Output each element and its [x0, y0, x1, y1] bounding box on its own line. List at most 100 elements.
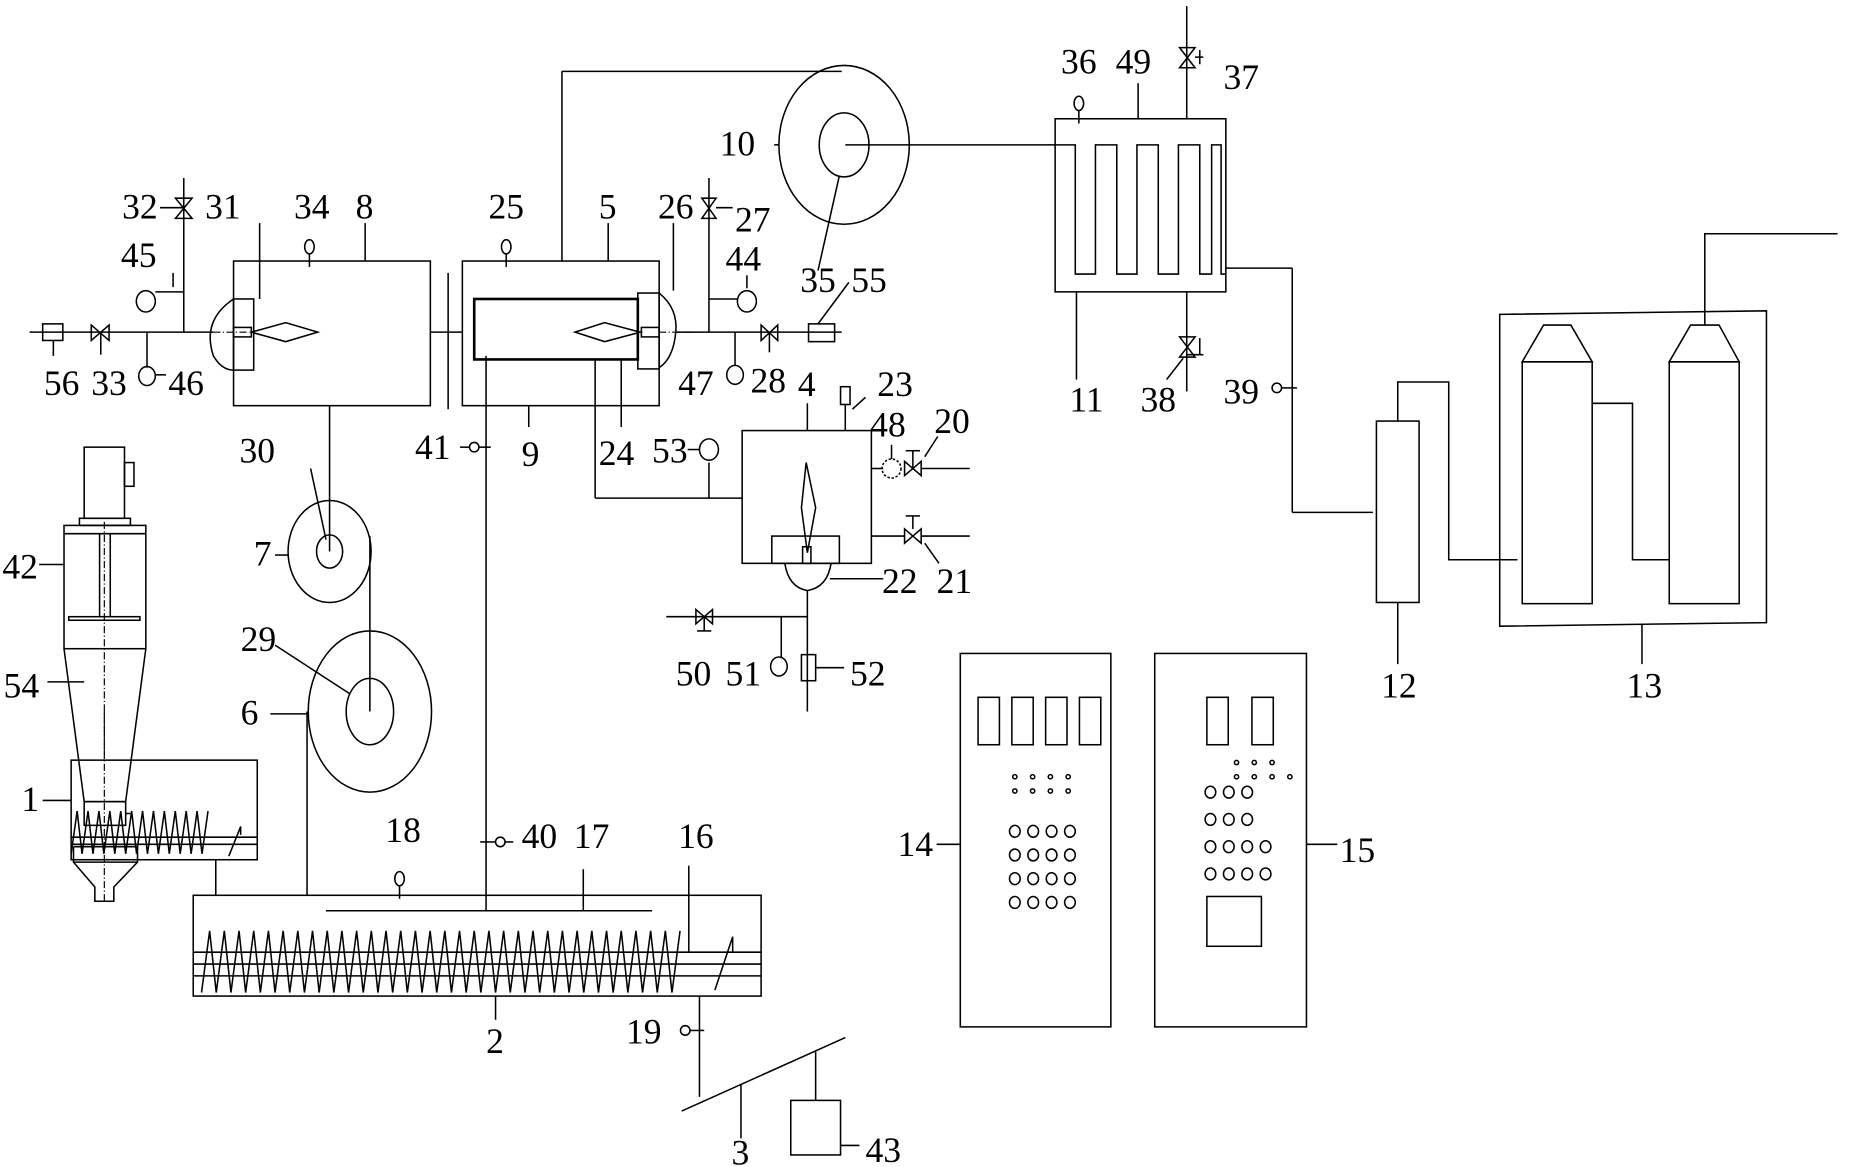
label-49: 49 — [1116, 42, 1152, 82]
label-44: 44 — [726, 239, 762, 279]
label-52: 52 — [850, 653, 886, 693]
indicator-light — [1047, 788, 1054, 794]
feed-screw-conveyor — [70, 759, 259, 896]
filter-column — [1375, 381, 1518, 665]
panel-button[interactable] — [1204, 839, 1217, 854]
label-33: 33 — [91, 363, 127, 403]
label-1: 1 — [21, 779, 39, 819]
indicator-light — [1269, 759, 1275, 766]
panel-button[interactable] — [1204, 867, 1217, 881]
panel-button[interactable] — [1063, 895, 1077, 910]
sensors — [39, 95, 1297, 1036]
label-29: 29 — [241, 619, 277, 659]
display-window — [1044, 696, 1068, 746]
label-23: 23 — [877, 364, 913, 404]
display-window — [1011, 696, 1034, 746]
label-39: 39 — [1223, 371, 1259, 411]
control-cabinet-2 — [1153, 652, 1338, 1028]
label-13: 13 — [1627, 665, 1663, 705]
panel-button[interactable] — [1204, 785, 1217, 799]
indicator-light — [1047, 773, 1054, 780]
heating-furnace-right — [461, 70, 842, 499]
panel-button[interactable] — [1222, 867, 1235, 881]
discharge-chute — [681, 996, 846, 1139]
panel-button[interactable] — [1027, 848, 1040, 862]
panel-button[interactable] — [1259, 839, 1272, 854]
label-43: 43 — [865, 1130, 901, 1167]
indicator-light — [1065, 773, 1072, 780]
panel-button[interactable] — [1222, 785, 1235, 799]
adsorption-unit — [1498, 232, 1838, 665]
panel-button[interactable] — [1063, 848, 1077, 862]
panel-button[interactable] — [1259, 867, 1272, 881]
panel-button[interactable] — [1222, 839, 1235, 854]
panel-button[interactable] — [1241, 785, 1254, 799]
panel-button[interactable] — [1027, 872, 1040, 886]
collection-box — [789, 1099, 842, 1156]
panel-button[interactable] — [1045, 895, 1058, 910]
panel-button[interactable] — [1241, 839, 1254, 854]
indicator-light — [1065, 788, 1072, 794]
panel-button[interactable] — [1027, 824, 1040, 838]
label-27: 27 — [735, 199, 771, 239]
gas-line-left — [29, 178, 214, 387]
label-45: 45 — [121, 235, 157, 275]
indicator-light — [1251, 759, 1258, 766]
cyclone-small — [287, 405, 372, 604]
combustion-chamber — [666, 385, 970, 712]
label-2: 2 — [486, 1021, 504, 1061]
label-38: 38 — [1140, 380, 1176, 420]
label-28: 28 — [750, 361, 786, 401]
label-30: 30 — [239, 431, 275, 471]
panel-button[interactable] — [1008, 824, 1021, 838]
panel-button[interactable] — [1045, 824, 1058, 838]
label-22: 22 — [882, 561, 918, 601]
label-55: 55 — [851, 260, 887, 300]
label-34: 34 — [294, 186, 330, 226]
label-24: 24 — [599, 433, 635, 473]
label-17: 17 — [574, 816, 610, 856]
label-53: 53 — [652, 431, 688, 471]
panel-button[interactable] — [1204, 812, 1217, 827]
panel-button[interactable] — [1063, 872, 1077, 886]
label-51: 51 — [726, 653, 762, 693]
label-18: 18 — [385, 810, 421, 850]
panel-button[interactable] — [1063, 824, 1077, 838]
panel-button[interactable] — [1241, 812, 1254, 827]
panel-button[interactable] — [1045, 872, 1058, 886]
indicator-light — [1011, 788, 1018, 794]
cyclone-large — [307, 536, 433, 793]
panel-button[interactable] — [1008, 872, 1021, 886]
label-37: 37 — [1223, 57, 1259, 97]
label-5: 5 — [599, 186, 617, 226]
label-35: 35 — [800, 260, 836, 300]
label-11: 11 — [1069, 380, 1103, 420]
label-21: 21 — [937, 561, 973, 601]
label-25: 25 — [488, 186, 524, 226]
panel-button[interactable] — [1045, 848, 1058, 862]
display-window — [1251, 696, 1275, 746]
label-41: 41 — [415, 427, 451, 467]
label-50: 50 — [676, 653, 712, 693]
panel-button[interactable] — [1027, 895, 1040, 910]
label-14: 14 — [897, 824, 933, 864]
panel-button[interactable] — [1241, 867, 1254, 881]
indicator-light — [1286, 773, 1293, 780]
panel-button[interactable] — [1008, 848, 1021, 862]
feed-hopper — [63, 446, 147, 902]
label-47: 47 — [678, 363, 714, 403]
control-cabinet-1 — [936, 652, 1112, 1028]
label-10: 10 — [720, 124, 756, 164]
panel-button[interactable] — [1008, 895, 1021, 910]
label-31: 31 — [205, 186, 241, 226]
label-46: 46 — [168, 363, 204, 403]
display-window — [1078, 696, 1102, 746]
label-40: 40 — [522, 816, 558, 856]
indicator-light — [1011, 773, 1018, 780]
indicator-light — [1269, 773, 1275, 780]
label-56: 56 — [44, 363, 80, 403]
cyclone-upper — [778, 64, 1056, 271]
label-3: 3 — [731, 1132, 749, 1167]
panel-button[interactable] — [1222, 812, 1235, 827]
